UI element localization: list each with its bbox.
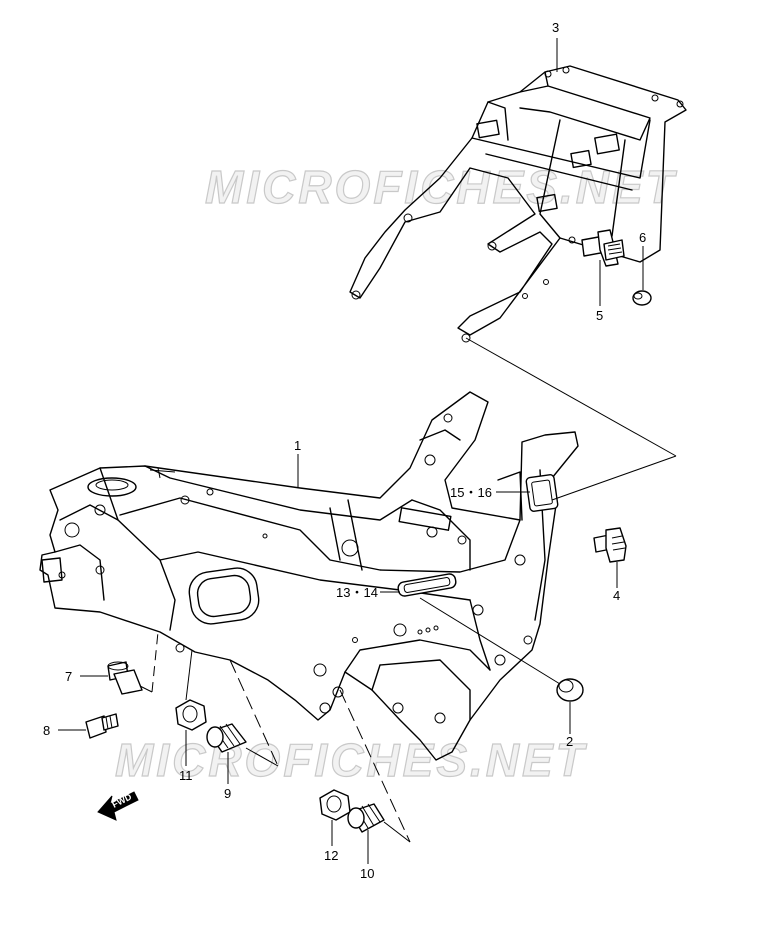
watermark-top: MICROFICHES.NET [205, 161, 678, 213]
seat-rail-subframe [349, 65, 687, 343]
callout-10: 10 [360, 866, 374, 881]
callout-12: 12 [324, 848, 338, 863]
cap-2 [556, 678, 584, 702]
main-frame [39, 391, 579, 761]
damper-9 [206, 723, 247, 753]
callout-11: 11 [179, 768, 193, 783]
bolt-5 [581, 229, 625, 267]
watermark-bottom: MICROFICHES.NET [115, 734, 588, 786]
callout-4: 4 [613, 588, 620, 603]
callout-8: 8 [43, 723, 50, 738]
frame-side-pad [525, 474, 559, 512]
damper-10 [347, 803, 385, 833]
callout-13-14: 13・14 [336, 585, 378, 600]
bolt-8 [85, 713, 119, 739]
callout-15-16: 15・16 [450, 485, 492, 500]
fwd-arrow-icon: FWD [97, 791, 139, 821]
callout-labels: 3 1 6 5 15・16 13・14 4 2 7 8 11 9 12 10 [43, 20, 646, 881]
bolt-4 [593, 527, 627, 563]
callout-5: 5 [596, 308, 603, 323]
nut-12 [319, 789, 351, 821]
callout-2: 2 [566, 734, 573, 749]
frame-center-pad [397, 573, 457, 597]
callout-3: 3 [552, 20, 559, 35]
bolt-7 [107, 661, 143, 695]
nut-11 [175, 699, 207, 731]
callout-6: 6 [639, 230, 646, 245]
cap-6 [632, 290, 652, 306]
callout-9: 9 [224, 786, 231, 801]
callout-1: 1 [294, 438, 301, 453]
leader-lines [58, 38, 677, 864]
callout-7: 7 [65, 669, 72, 684]
